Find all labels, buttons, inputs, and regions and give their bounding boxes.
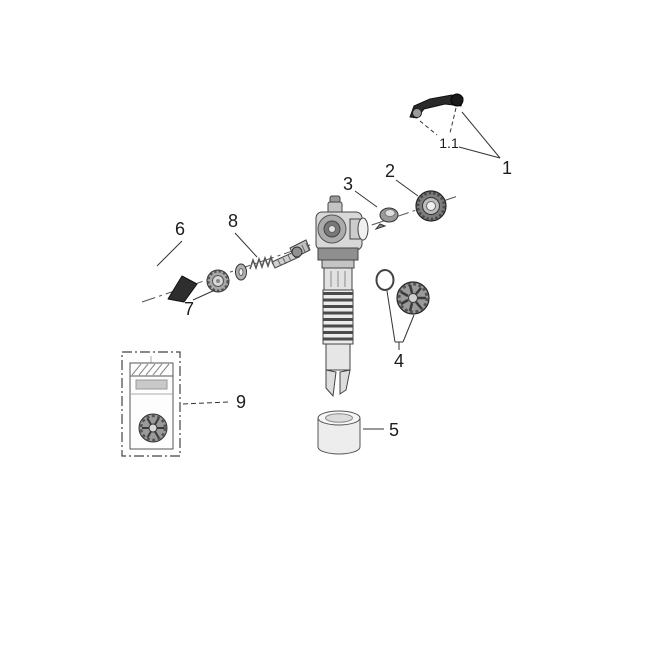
screw-head bbox=[291, 246, 303, 258]
tube-ribbed-section bbox=[322, 289, 354, 345]
cup-body bbox=[317, 418, 361, 455]
washer-hole bbox=[238, 268, 244, 276]
leader-7 bbox=[192, 289, 216, 301]
body-side-port-opening bbox=[357, 217, 369, 241]
label-part-3: 3 bbox=[343, 174, 353, 194]
body-cap-center bbox=[328, 225, 336, 233]
leader-1-b bbox=[458, 146, 501, 159]
label-part-9: 9 bbox=[236, 392, 246, 412]
part-cap-nut bbox=[415, 190, 447, 222]
cap-nut-knurl bbox=[416, 191, 446, 221]
leader-4-a bbox=[386, 290, 396, 343]
body-collar bbox=[317, 247, 359, 261]
tube-ribs bbox=[323, 292, 353, 341]
wheel-teeth bbox=[397, 282, 429, 314]
kit-wheel bbox=[138, 413, 168, 443]
lever-pivot bbox=[412, 108, 422, 118]
kit-packet-hatch bbox=[131, 363, 170, 376]
label-part-2: 2 bbox=[385, 161, 395, 181]
wheel-spokes bbox=[400, 284, 426, 312]
kit-wheel-teeth bbox=[139, 414, 167, 442]
part-cone bbox=[167, 275, 198, 303]
kit-wheel-hub bbox=[148, 423, 158, 433]
part-spring bbox=[249, 254, 274, 271]
label-part-5: 5 bbox=[389, 420, 399, 440]
part-knurled-nut bbox=[206, 269, 230, 293]
part-funnel-seal bbox=[374, 207, 399, 231]
kit-wheel-spokes bbox=[142, 417, 164, 439]
o-ring bbox=[375, 269, 395, 291]
label-part-8: 8 bbox=[228, 211, 238, 231]
funnel-stem bbox=[374, 223, 387, 231]
nut-knurl bbox=[207, 270, 229, 292]
nut-center bbox=[216, 279, 220, 283]
label-part-7: 7 bbox=[184, 299, 194, 319]
part-lever bbox=[409, 93, 464, 119]
kit-box-outline bbox=[121, 351, 181, 457]
leader-lines-part-1 bbox=[419, 107, 501, 159]
leader-8 bbox=[234, 232, 258, 258]
leader-3 bbox=[354, 190, 378, 208]
part-service-kit bbox=[121, 351, 181, 457]
part-cylinder-cup bbox=[317, 410, 361, 455]
tube-slots bbox=[330, 271, 346, 287]
part-wheel bbox=[396, 281, 430, 315]
tube-fork-right bbox=[339, 369, 351, 395]
leader-2 bbox=[395, 179, 419, 197]
tube-fork-left bbox=[325, 369, 337, 398]
label-part-4: 4 bbox=[394, 351, 404, 371]
tube-lower bbox=[325, 343, 351, 371]
cap-nut-hole bbox=[426, 201, 436, 211]
label-part-1: 1 bbox=[502, 158, 512, 178]
part-screw bbox=[271, 246, 303, 269]
leader-1-a bbox=[461, 111, 501, 159]
leader-lines-part-4 bbox=[386, 290, 415, 350]
label-part-1-1: 1.1 bbox=[439, 135, 459, 151]
funnel-top bbox=[384, 209, 396, 217]
leader-4-b bbox=[402, 314, 415, 343]
part-o-ring bbox=[375, 269, 395, 291]
leader-6 bbox=[156, 240, 183, 267]
kit-packet-label bbox=[135, 379, 168, 390]
body-collar-lower bbox=[321, 259, 355, 269]
cup-top-hole bbox=[325, 413, 353, 423]
leader-9 bbox=[182, 401, 229, 405]
valve-body bbox=[289, 195, 369, 269]
leader-1-1-a bbox=[419, 120, 438, 136]
leader-lines-left bbox=[156, 232, 258, 301]
leader-1-1-b bbox=[449, 107, 457, 134]
wheel-hub bbox=[408, 293, 418, 303]
label-part-6: 6 bbox=[175, 219, 185, 239]
lever-end-pad bbox=[450, 93, 464, 107]
part-labels: 1 1.1 2 3 4 5 6 7 8 9 bbox=[175, 135, 512, 440]
part-washer bbox=[235, 263, 247, 281]
valve-tube bbox=[322, 267, 354, 398]
